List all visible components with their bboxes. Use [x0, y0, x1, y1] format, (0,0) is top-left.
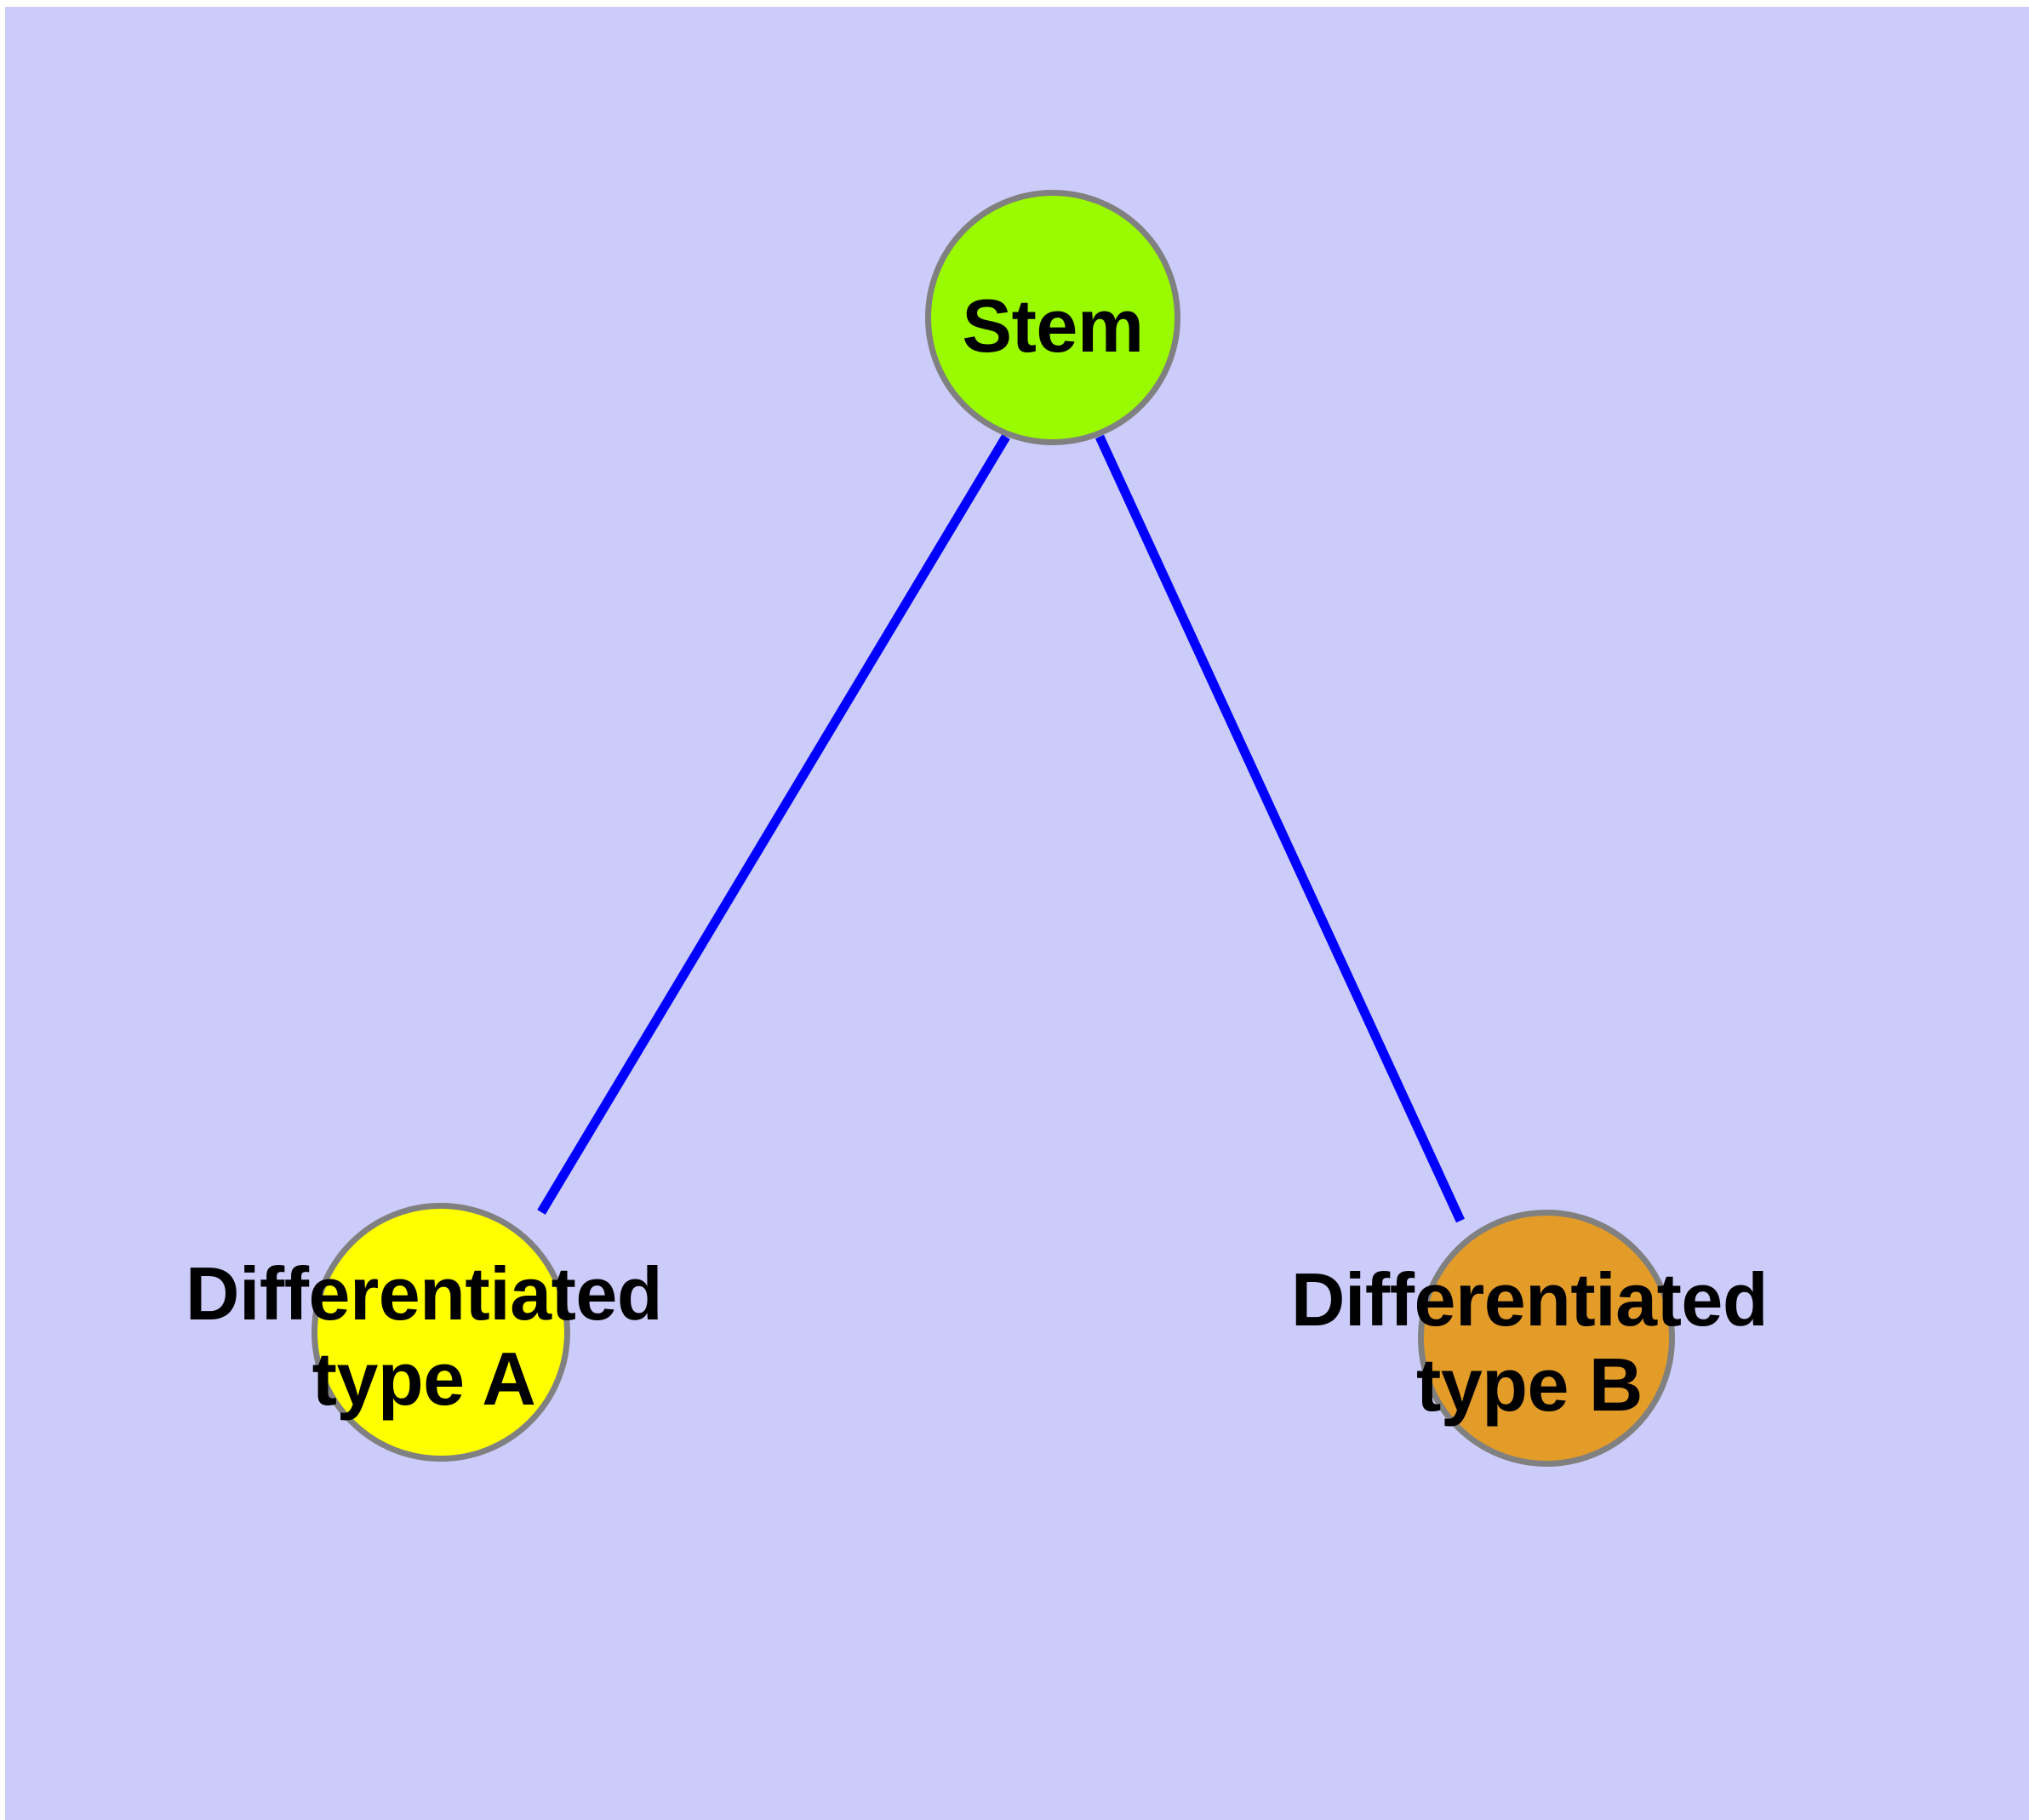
node-differentiated-type-b[interactable]: [1418, 1210, 1675, 1467]
node-stem[interactable]: [925, 190, 1180, 445]
node-differentiated-type-a[interactable]: [311, 1203, 570, 1462]
edge-stem-to-differentiated-type-b: [1095, 434, 1465, 1223]
edge-stem-to-differentiated-type-a: [537, 434, 1010, 1215]
